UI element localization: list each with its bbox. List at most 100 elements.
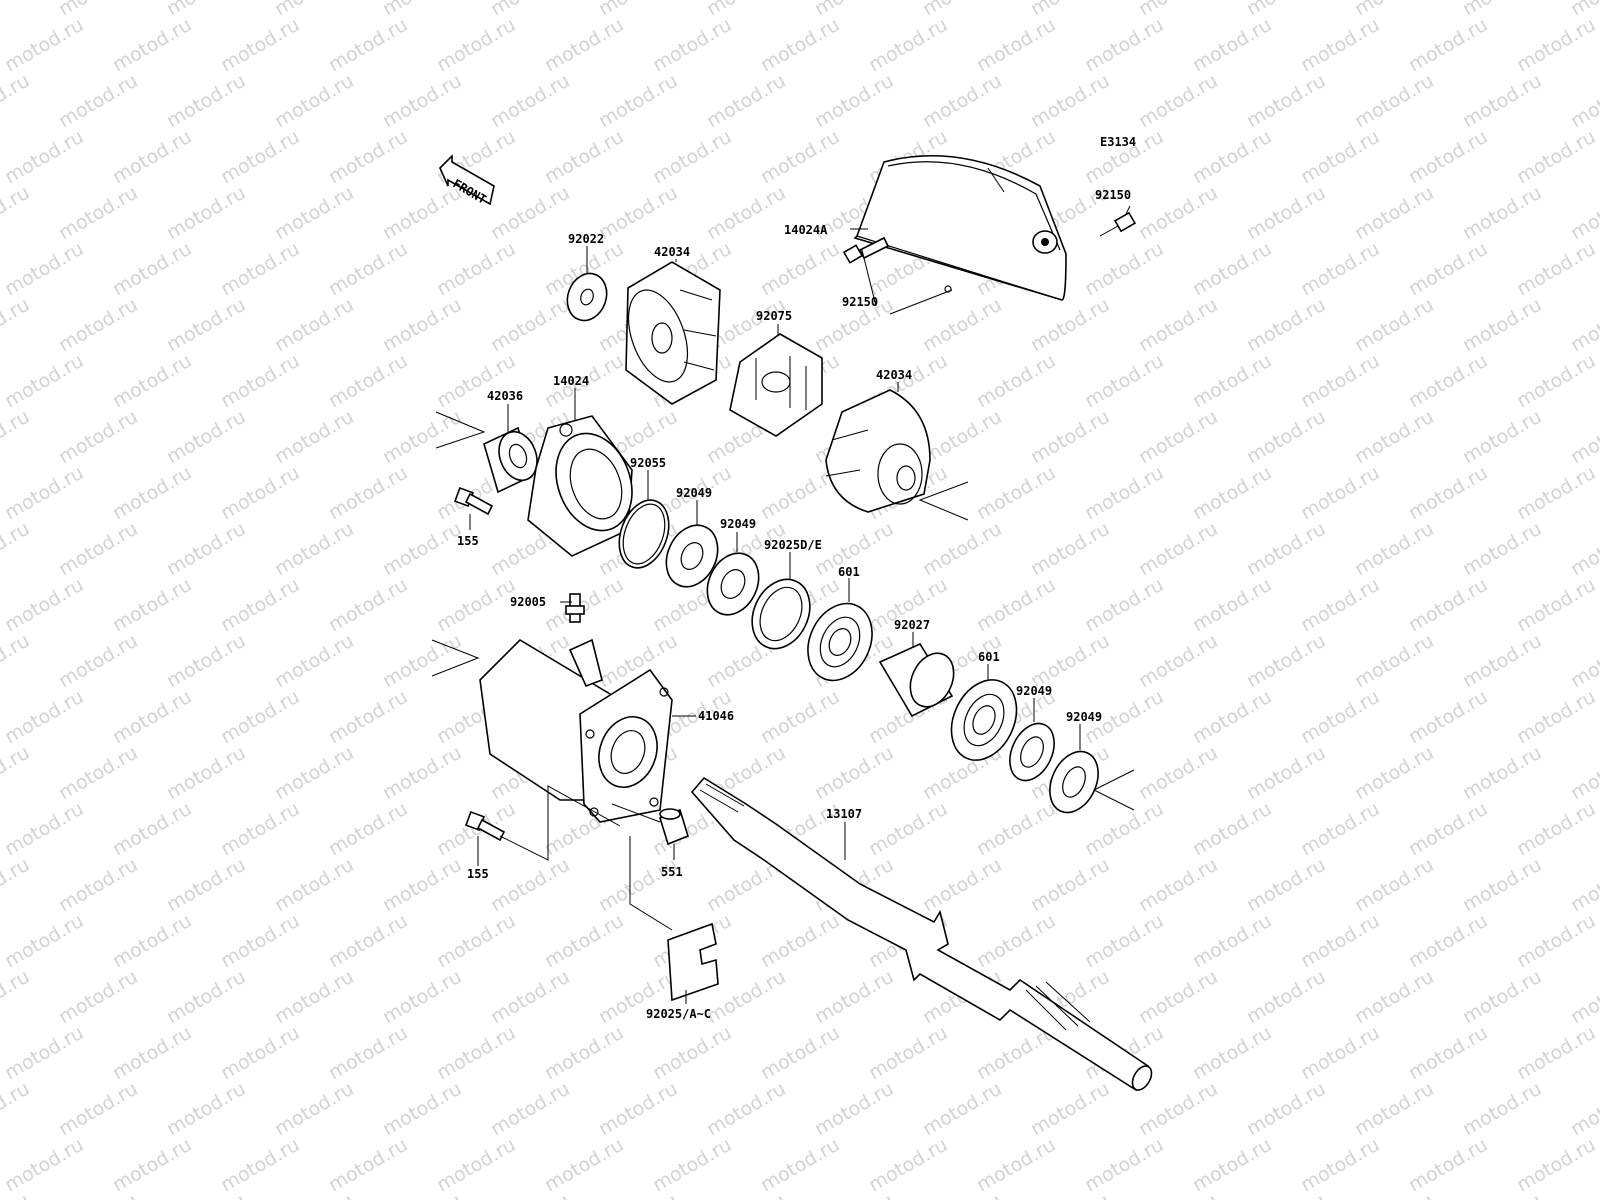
watermark-text: motod.ru	[487, 182, 573, 245]
watermark-text: motod.ru	[379, 182, 465, 245]
o-ring-92055-inner	[622, 503, 666, 565]
watermark-text: motod.ru	[1513, 1134, 1599, 1197]
watermark-text: motod.ru	[1135, 1078, 1221, 1141]
watermark-text: motod.ru	[379, 742, 465, 805]
callout-92005: 92005	[510, 595, 546, 609]
watermark-text: motod.ru	[1351, 518, 1437, 581]
callout-551: 551	[661, 865, 683, 879]
watermark-text: motod.ru	[1567, 742, 1600, 805]
watermark-text: motod.ru	[0, 742, 33, 805]
callout-42034-top: 42034	[654, 245, 690, 259]
watermark-text: motod.ru	[1189, 574, 1275, 637]
watermark-text: motod.ru	[1243, 182, 1329, 245]
watermark-text: motod.ru	[541, 14, 627, 77]
watermark-text: motod.ru	[919, 1190, 1005, 1200]
callout-13107: 13107	[826, 807, 862, 821]
watermark-text: motod.ru	[1027, 0, 1113, 20]
watermark-text: motod.ru	[1405, 14, 1491, 77]
watermark-text: motod.ru	[757, 1022, 843, 1085]
watermark-text: motod.ru	[55, 966, 141, 1029]
watermark-text: motod.ru	[1243, 742, 1329, 805]
seal-92025de	[751, 578, 811, 650]
watermark-text: motod.ru	[1459, 0, 1545, 20]
watermark-text: motod.ru	[1189, 1134, 1275, 1197]
watermark-text: motod.ru	[1027, 518, 1113, 581]
watermark-text: motod.ru	[271, 70, 357, 133]
watermark-text: motod.ru	[163, 70, 249, 133]
watermark-text: motod.ru	[109, 574, 195, 637]
watermark-text: motod.ru	[271, 518, 357, 581]
watermark-text: motod.ru	[217, 462, 303, 525]
watermark-text: motod.ru	[811, 1190, 897, 1200]
watermark-text: motod.ru	[487, 1078, 573, 1141]
watermark-text: motod.ru	[271, 294, 357, 357]
watermark-text: motod.ru	[163, 630, 249, 693]
watermark-text: motod.ru	[325, 126, 411, 189]
watermark-text: motod.ru	[1459, 1078, 1545, 1141]
seal-92049-d	[1049, 750, 1099, 814]
watermark-text: motod.ru	[109, 686, 195, 749]
watermark-text: motod.ru	[487, 294, 573, 357]
watermark-text: motod.ru	[649, 1134, 735, 1197]
watermark-text: motod.ru	[1405, 350, 1491, 413]
watermark-text: motod.ru	[595, 0, 681, 20]
watermark-text: motod.ru	[1297, 462, 1383, 525]
watermark-text: motod.ru	[757, 126, 843, 189]
callout-155-lower: 155	[467, 867, 489, 881]
watermark-text: motod.ru	[865, 1022, 951, 1085]
watermark-text: motod.ru	[1567, 70, 1600, 133]
dowel-551	[659, 808, 689, 846]
watermark-text: motod.ru	[379, 630, 465, 693]
watermark-text: motod.ru	[1135, 854, 1221, 917]
watermark-text: motod.ru	[109, 1134, 195, 1197]
watermark-text: motod.ru	[217, 1022, 303, 1085]
callout-92049-d: 92049	[1066, 710, 1102, 724]
watermark-text: motod.ru	[1405, 126, 1491, 189]
bolt-92150-top	[1099, 211, 1137, 237]
watermark-text: motod.ru	[0, 966, 33, 1029]
watermark-text: motod.ru	[1081, 1134, 1167, 1197]
washer-92022	[566, 272, 608, 322]
watermark-text: motod.ru	[1243, 0, 1329, 20]
watermark-text: motod.ru	[757, 238, 843, 301]
watermark-text: motod.ru	[55, 630, 141, 693]
housing-14024	[527, 415, 633, 557]
callout-92025de: 92025D/E	[764, 538, 822, 552]
watermark-text: motod.ru	[1243, 1190, 1329, 1200]
watermark-text: motod.ru	[379, 0, 465, 20]
callout-92022: 92022	[568, 232, 604, 246]
watermark-text: motod.ru	[0, 854, 33, 917]
watermark-text: motod.ru	[163, 966, 249, 1029]
watermark-text: motod.ru	[1351, 0, 1437, 20]
watermark-text: motod.ru	[811, 1078, 897, 1141]
watermark-text: motod.ru	[109, 462, 195, 525]
watermark-text: motod.ru	[379, 70, 465, 133]
watermark-text: motod.ru	[541, 1022, 627, 1085]
watermark-text: motod.ru	[163, 182, 249, 245]
watermark-text: motod.ru	[703, 182, 789, 245]
watermark-text: motod.ru	[1351, 182, 1437, 245]
watermark-text: motod.ru	[1243, 294, 1329, 357]
watermark-text: motod.ru	[1513, 14, 1599, 77]
watermark-text: motod.ru	[0, 406, 33, 469]
watermark-text: motod.ru	[1135, 518, 1221, 581]
bearing-601-a	[807, 602, 873, 682]
watermark-text: motod.ru	[1405, 1022, 1491, 1085]
watermark-text: motod.ru	[595, 854, 681, 917]
watermark-text: motod.ru	[1135, 0, 1221, 20]
watermark-text: motod.ru	[379, 294, 465, 357]
watermark-text: motod.ru	[1243, 966, 1329, 1029]
coupling-42034-lower	[825, 389, 931, 513]
watermark-text: motod.ru	[163, 742, 249, 805]
watermark-text: motod.ru	[325, 238, 411, 301]
watermark-text: motod.ru	[1189, 350, 1275, 413]
watermark-text: motod.ru	[217, 574, 303, 637]
watermark-text: motod.ru	[1, 910, 87, 973]
callout-42034-lower: 42034	[876, 368, 912, 382]
watermark-text: motod.ru	[649, 126, 735, 189]
watermark-text: motod.ru	[1567, 518, 1600, 581]
watermark-text: motod.ru	[919, 294, 1005, 357]
watermark-text: motod.ru	[1513, 462, 1599, 525]
watermark-text: motod.ru	[487, 0, 573, 20]
watermark-text: motod.ru	[811, 966, 897, 1029]
